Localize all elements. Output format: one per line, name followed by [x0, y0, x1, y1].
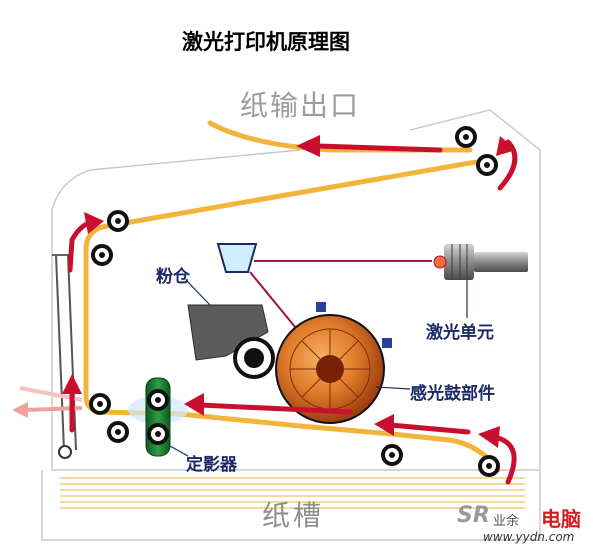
roller-left-bottom-1: [89, 393, 111, 415]
reflector-mirror: [216, 243, 258, 273]
drum-clamp-top: [316, 302, 326, 312]
fuser-unit: [128, 377, 188, 457]
arrow-heads: [62, 135, 516, 448]
roller-left-bottom-2: [107, 421, 129, 443]
page-title: 激光打印机原理图: [182, 30, 350, 54]
roller-left-top-2: [91, 244, 113, 266]
toner-label-leader: [185, 279, 211, 306]
laser-unit: [433, 244, 528, 280]
drum-clamp-right: [382, 338, 392, 348]
watermark-brand-mid: 业余: [493, 514, 520, 529]
drum-label-leader: [375, 386, 411, 390]
roller-transfer: [381, 444, 403, 466]
arrow-output: [315, 143, 443, 153]
watermark-brand-right: 电脑: [541, 507, 581, 531]
photosensitive-drum: [275, 314, 385, 424]
label-toner: 粉仓: [156, 267, 190, 287]
output-paper-sheet: [207, 120, 473, 153]
developer-roller-core: [244, 348, 264, 368]
roller-top-right-1: [455, 126, 477, 148]
roller-left-top-1: [107, 210, 129, 232]
label-paper-tray: 纸槽: [262, 499, 325, 532]
paper-direction-arrows: [67, 139, 518, 485]
fuser-label-leader: [169, 445, 189, 457]
printer-housing: [41, 109, 541, 541]
manual-feed-guide: [52, 254, 77, 459]
arrow-curve-bottom-right: [495, 435, 517, 485]
watermark-logo: SR 业余 电脑 www.yydn.com: [453, 503, 598, 549]
label-fuser: 定影器: [186, 455, 237, 475]
laser-beam: [249, 260, 432, 334]
watermark-url: www.yydn.com: [483, 530, 575, 544]
roller-pickup: [478, 455, 500, 477]
paper-tray-sheets: [60, 477, 525, 509]
rollers: [89, 126, 500, 477]
label-drum-unit: 感光鼓部件: [410, 384, 495, 404]
arrow-bottom: [387, 422, 471, 435]
label-laser-unit: 激光单元: [426, 323, 494, 343]
roller-top-right-2: [476, 154, 498, 176]
watermark-brand-left: SR: [457, 503, 490, 528]
arrow-middle: [197, 402, 353, 415]
exit-arrow-left-head: [12, 402, 28, 418]
label-paper-output: 纸输出口: [240, 89, 361, 122]
